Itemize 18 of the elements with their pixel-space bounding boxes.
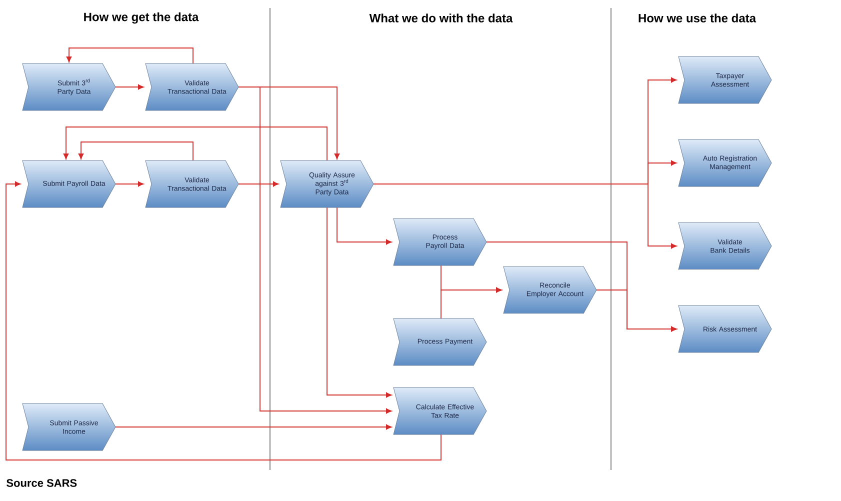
- arrow: [115, 181, 144, 187]
- arrow: [115, 84, 144, 90]
- column-heading: How we get the data: [84, 12, 199, 24]
- arrow: [66, 48, 194, 64]
- column-heading: What we do with the data: [369, 14, 513, 22]
- arrow: [373, 184, 677, 249]
- arrow: [238, 86, 392, 414]
- source-note: Source SARS: [6, 479, 77, 487]
- arrow: [440, 287, 502, 319]
- arrow: [6, 181, 442, 460]
- arrow: [78, 142, 194, 161]
- arrow: [336, 207, 392, 245]
- arrow: [63, 126, 328, 161]
- arrow: [326, 207, 392, 398]
- arrow: [238, 181, 279, 187]
- arrow: [115, 424, 392, 430]
- column-heading: How we use the data: [638, 14, 756, 22]
- arrow: [596, 290, 677, 332]
